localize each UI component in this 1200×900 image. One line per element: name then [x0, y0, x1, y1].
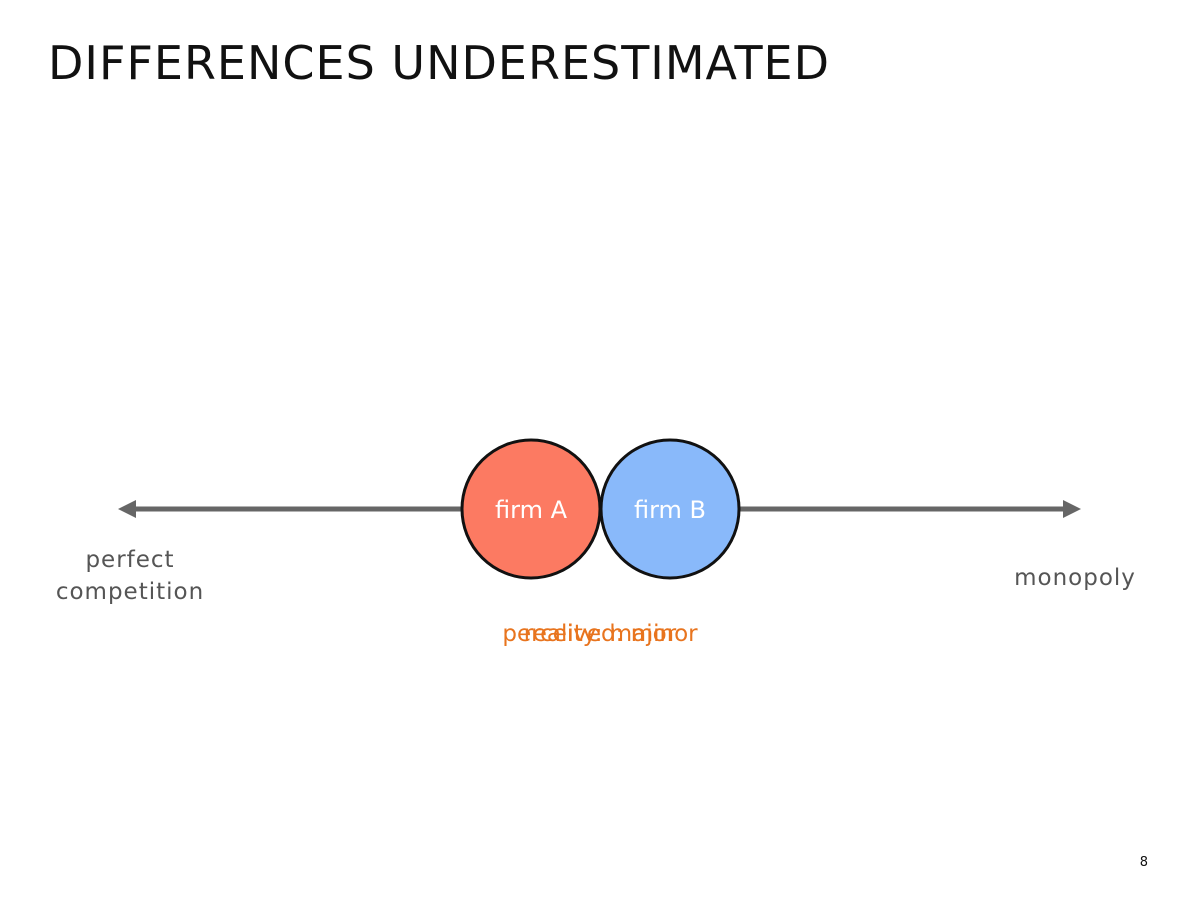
axis-label-monopoly: monopoly — [1014, 565, 1136, 591]
annotation-reality: reality: major — [523, 621, 677, 647]
axis-label-line-1: perfect — [85, 547, 175, 573]
firm-b-circle — [599, 438, 741, 580]
annotation-perceived: perceived: minor — [502, 621, 698, 647]
axis-label-perfect-competition: perfect competition — [30, 544, 230, 608]
firm-a-label: firm A — [495, 496, 568, 524]
slide-title: DIFFERENCES UNDERESTIMATED — [48, 36, 831, 90]
page-number: 8 — [1139, 855, 1148, 870]
axis-label-line-2: competition — [55, 579, 205, 605]
firm-b-label: firm B — [634, 496, 706, 524]
axis-left-arrowhead — [118, 500, 136, 518]
axis-right-arrowhead — [1063, 500, 1081, 518]
